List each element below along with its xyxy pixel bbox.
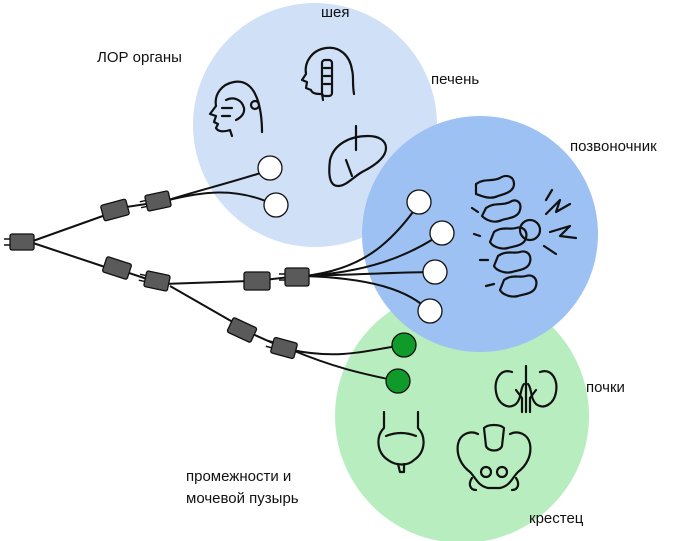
plug-spine-b <box>279 267 310 287</box>
electrode-spine-4 <box>417 298 443 324</box>
label-perineum: промежности и мочевой пузырь <box>186 466 356 510</box>
plugs <box>4 190 310 360</box>
plug-pelvis-b <box>265 336 298 360</box>
label-spine: позвоночник <box>570 138 657 155</box>
bladder-icon <box>377 410 425 474</box>
pelvis-icon <box>456 423 532 492</box>
plug-upper-b <box>139 190 172 212</box>
electrode-pelvis-2 <box>385 368 411 394</box>
label-perineum-line2: мочевой пузырь <box>186 490 299 507</box>
label-ent: ЛОР органы <box>97 49 182 66</box>
plug-spine-a <box>243 271 271 291</box>
label-perineum-line1: промежности и <box>186 468 292 485</box>
plug-pelvis-a <box>226 317 258 343</box>
liver-icon <box>328 124 388 188</box>
electrodes <box>257 155 455 394</box>
electrode-pelvis-1 <box>391 332 417 358</box>
electrode-spine-2 <box>429 220 455 246</box>
electrode-head-2 <box>263 192 289 218</box>
kidneys-icon <box>494 364 558 414</box>
label-sacrum: крестец <box>529 510 584 527</box>
neck-icon <box>300 46 356 102</box>
electrode-spine-1 <box>406 189 432 215</box>
pain-flash-icon <box>518 188 578 256</box>
electrode-spine-3 <box>422 259 448 285</box>
plug-lower-a <box>102 256 132 280</box>
plug-lower-b <box>138 270 171 292</box>
plug-upper-a <box>100 198 130 222</box>
label-liver: печень <box>431 71 480 88</box>
electrode-head-1 <box>257 155 283 181</box>
plug-main <box>4 233 35 251</box>
head-profile-icon <box>208 80 264 138</box>
zone-spine <box>362 116 598 352</box>
label-neck: шея <box>321 4 350 21</box>
label-kidneys: почки <box>586 379 625 396</box>
